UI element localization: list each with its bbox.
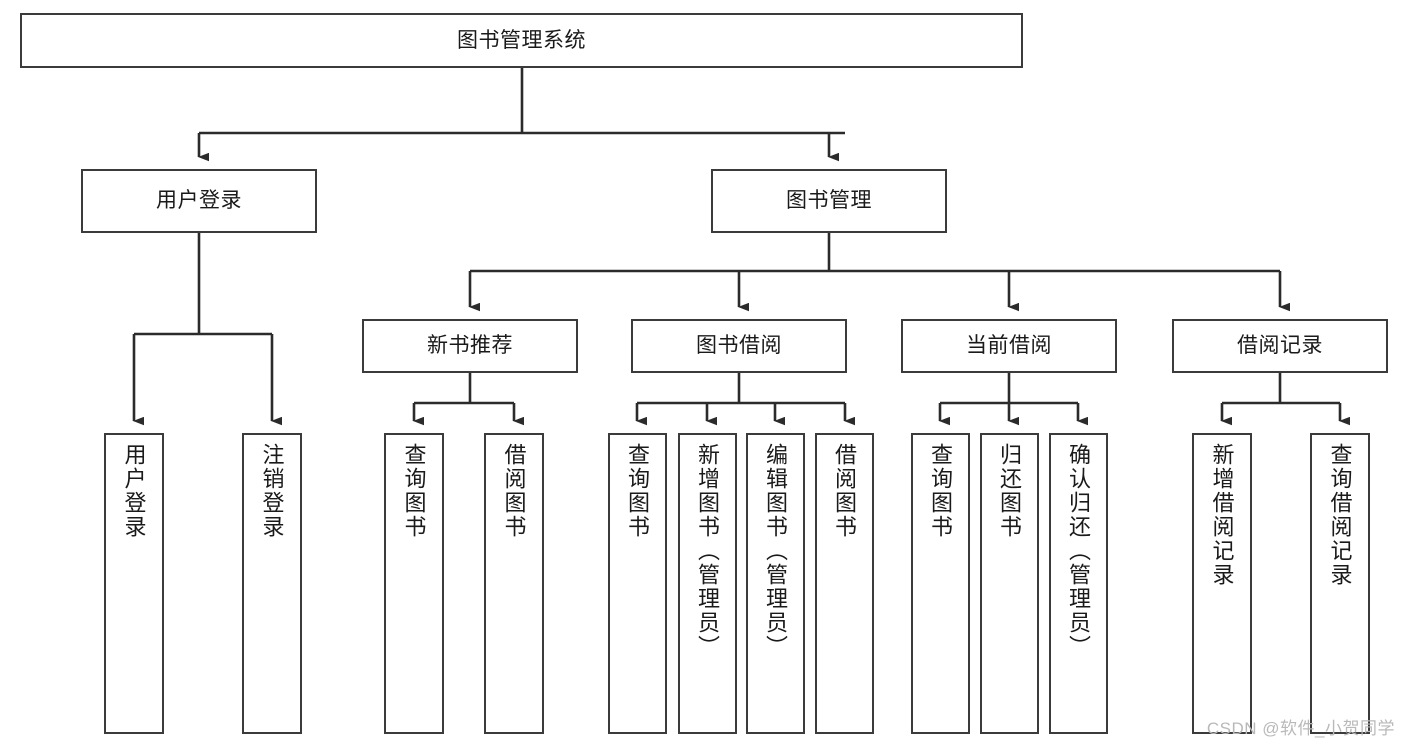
node-label: 图书借阅 [696,334,782,358]
node-label: 借阅图书 [501,443,527,539]
node-book-borrow[interactable]: 图书借阅 [631,319,847,373]
node-label: 借阅图书 [832,443,858,539]
leaf-recommend-query-book[interactable]: 查询图书 [384,433,444,734]
leaf-current-return-book[interactable]: 归还图书 [980,433,1039,734]
node-label: 用户登录 [121,443,147,539]
leaf-borrow-add-book[interactable]: 新增图书（管理员） [678,433,737,734]
node-label: 归还图书 [997,443,1023,539]
node-label: 查询图书 [625,443,651,539]
leaf-user-login-login[interactable]: 用户登录 [104,433,164,734]
node-label: 当前借阅 [966,334,1052,358]
leaf-borrow-edit-book[interactable]: 编辑图书（管理员） [746,433,805,734]
node-label: 编辑图书（管理员） [763,443,789,659]
leaf-current-confirm-return[interactable]: 确认归还（管理员） [1049,433,1108,734]
node-label: 注销登录 [259,443,285,539]
node-label: 图书管理 [786,189,872,213]
node-book-management[interactable]: 图书管理 [711,169,947,233]
node-label: 新书推荐 [427,334,513,358]
leaf-record-query-record[interactable]: 查询借阅记录 [1310,433,1370,734]
node-new-book-recommend[interactable]: 新书推荐 [362,319,578,373]
node-label: 新增借阅记录 [1209,443,1235,587]
node-current-borrow[interactable]: 当前借阅 [901,319,1117,373]
node-label: 借阅记录 [1237,334,1323,358]
node-user-login[interactable]: 用户登录 [81,169,317,233]
leaf-recommend-borrow-book[interactable]: 借阅图书 [484,433,544,734]
node-label: 新增图书（管理员） [695,443,721,659]
node-label: 查询图书 [928,443,954,539]
watermark: CSDN @软件_小贺同学 [1206,719,1395,738]
leaf-current-query-book[interactable]: 查询图书 [911,433,970,734]
node-borrow-record[interactable]: 借阅记录 [1172,319,1388,373]
leaf-record-add-record[interactable]: 新增借阅记录 [1192,433,1252,734]
node-label: 确认归还（管理员） [1066,443,1092,659]
leaf-user-login-logout[interactable]: 注销登录 [242,433,302,734]
node-label: 查询图书 [401,443,427,539]
node-label: 查询借阅记录 [1327,443,1353,587]
node-root-system[interactable]: 图书管理系统 [20,13,1023,68]
leaf-borrow-borrow-book[interactable]: 借阅图书 [815,433,874,734]
leaf-borrow-query-book[interactable]: 查询图书 [608,433,667,734]
node-label: 图书管理系统 [457,28,586,52]
node-label: 用户登录 [156,189,242,213]
